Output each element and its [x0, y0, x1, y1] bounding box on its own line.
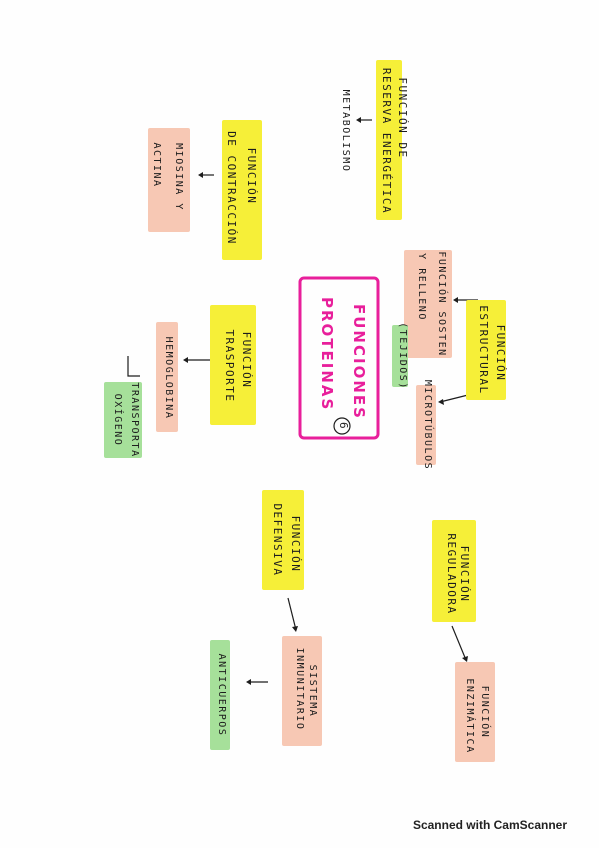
anticuerpos-label: ANTICUERPOS	[216, 653, 227, 737]
enzimatica-highlight	[455, 662, 495, 762]
transporta-label-line1: TRANSPORTA	[129, 382, 140, 458]
reserva-label-line1: FUNCIÓN DE	[396, 77, 409, 159]
estructural-label-line1: FUNCIÓN	[494, 324, 507, 382]
arrowhead-4	[438, 399, 444, 405]
transporte-label-line1: FUNCIÓN	[240, 331, 253, 389]
reserva-label-line2: RESERVA ENERGÉTICA	[380, 67, 393, 215]
contraccion-label-line2: DE CONTRACCIÓN	[225, 131, 238, 245]
microtubulos-label: MICROTÚBULOS	[422, 379, 433, 471]
contraccion-label-line1: FUNCIÓN	[245, 147, 258, 205]
metabolismo-label: METABOLISMO	[340, 89, 351, 173]
miosina-label-line1: MIOSINA Y	[173, 143, 184, 211]
center-box	[298, 276, 380, 440]
reguladora-label-line2: REGULADORA	[445, 533, 458, 615]
center-title-line2: PROTEINAS	[318, 297, 336, 412]
arrowhead-1	[356, 117, 361, 123]
transporta-oxigeno-highlight	[104, 382, 142, 458]
arrow-hemoglobina-transporta	[127, 356, 140, 377]
sistema-highlight	[282, 636, 322, 746]
arrowhead-7	[246, 679, 251, 685]
center-number: 6	[337, 421, 350, 431]
transporte-label-line2: TRASPORTE	[223, 329, 236, 403]
center-title-line1: FUNCIONES	[350, 304, 368, 420]
transporta-label-line2: OXÍGENO	[112, 393, 123, 447]
sosten-label-line1: FUNCIÓN SOSTEN	[436, 251, 447, 357]
arrowhead-2	[198, 172, 203, 178]
hemoglobina-label: HEMOGLOBINA	[163, 336, 174, 420]
defensiva-highlight	[262, 490, 304, 590]
arrowhead-8	[462, 656, 468, 662]
sistema-label-line2: INMUNITARIO	[294, 647, 305, 731]
sosten-label-line2: Y RELLENO	[416, 253, 427, 321]
miosina-label-line2: ACTINA	[151, 142, 162, 188]
sosten-highlight	[404, 250, 452, 358]
sistema-label-line1: SISTEMA	[307, 664, 318, 718]
reguladora-highlight	[432, 520, 476, 622]
miosina-highlight	[148, 128, 190, 232]
arrowhead-5	[183, 357, 188, 363]
estructural-highlight	[466, 300, 506, 400]
center-number-circle	[333, 417, 351, 435]
microtubulos-highlight	[416, 385, 436, 465]
transporte-highlight	[210, 305, 256, 425]
anticuerpos-highlight	[210, 640, 230, 750]
tejidos-label: (TEJIDOS)	[397, 322, 408, 390]
estructural-label-line2: ESTRUCTURAL	[477, 305, 490, 395]
reserva-highlight	[376, 60, 402, 220]
defensiva-label-line1: FUNCIÓN	[289, 515, 302, 573]
hemoglobina-highlight	[156, 322, 178, 432]
enzimatica-label-line1: FUNCIÓN	[479, 685, 490, 739]
enzimatica-label-line2: ENZIMÁTICA	[464, 678, 475, 754]
scanner-watermark: Scanned with CamScanner	[412, 818, 567, 832]
contraccion-highlight	[222, 120, 262, 260]
arrow-reguladora-enzimatica	[451, 625, 467, 661]
defensiva-label-line2: DEFENSIVA	[271, 503, 284, 577]
tejidos-highlight	[392, 325, 408, 387]
arrow-defensiva-sistema	[287, 597, 297, 631]
arrow-estructural-microtubulos	[439, 394, 469, 403]
arrowhead-3	[453, 297, 458, 303]
arrowhead-6	[292, 626, 298, 632]
